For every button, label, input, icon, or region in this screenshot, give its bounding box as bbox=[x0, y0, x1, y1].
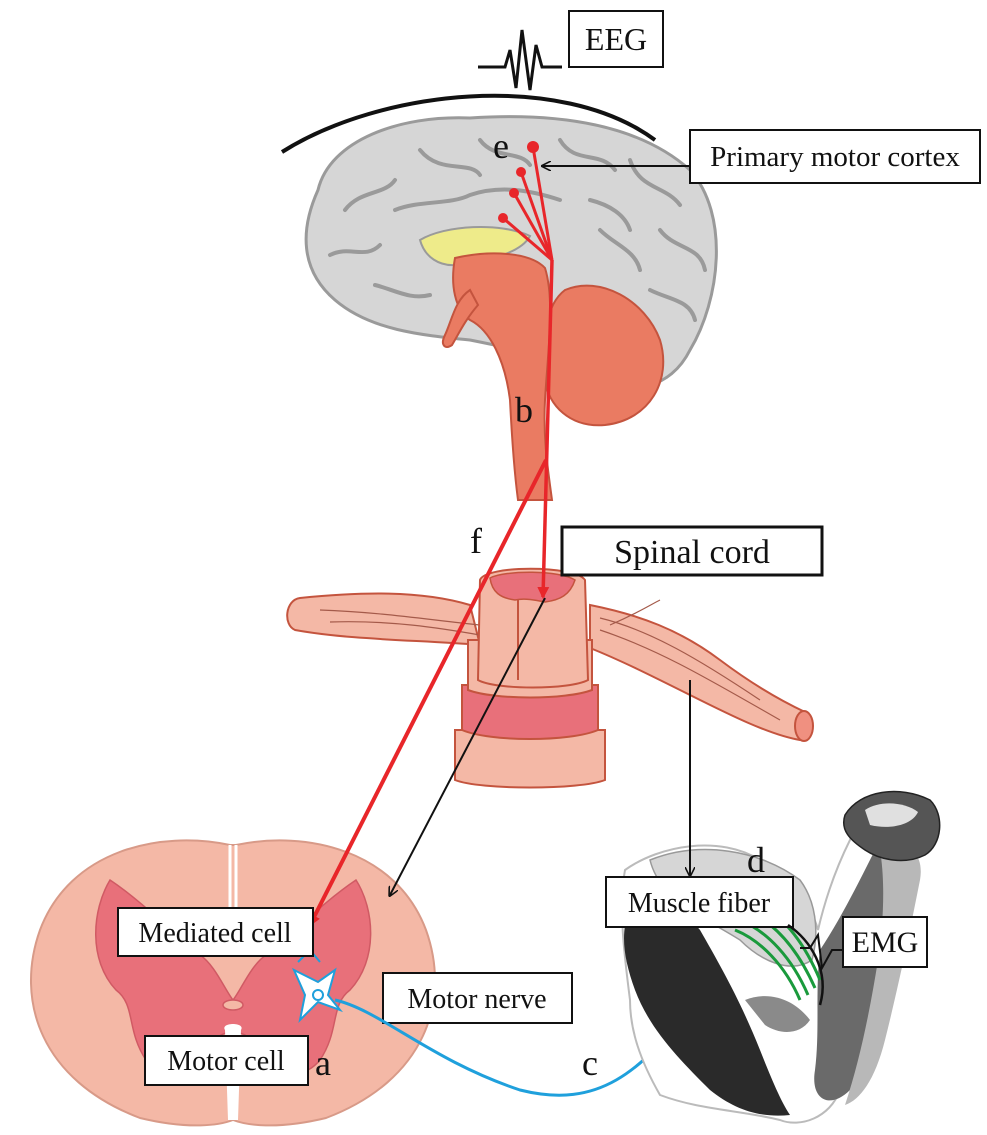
left-spinal-nerve bbox=[287, 594, 480, 645]
mediated-cell-label: Mediated cell bbox=[138, 918, 291, 949]
letter-d: d bbox=[747, 840, 765, 880]
brain-illustration bbox=[306, 117, 716, 500]
letter-e: e bbox=[493, 126, 509, 166]
eeg-label: EEG bbox=[585, 21, 647, 57]
spinal-cord-illustration bbox=[287, 569, 813, 788]
primary-motor-cortex-label: Primary motor cortex bbox=[710, 141, 960, 173]
eeg-trace-icon bbox=[478, 30, 562, 90]
central-canal bbox=[223, 1000, 243, 1010]
spinal-cord-label: Spinal cord bbox=[614, 534, 770, 571]
letter-a: a bbox=[315, 1043, 331, 1083]
muscle-fiber-label: Muscle fiber bbox=[628, 888, 771, 919]
cord-gray-matter-top bbox=[490, 572, 575, 602]
cortex-neuron-dot bbox=[509, 188, 519, 198]
letter-f: f bbox=[470, 521, 482, 561]
motor-cell-label: Motor cell bbox=[167, 1046, 285, 1077]
letter-b: b bbox=[515, 390, 533, 430]
cortex-neuron-dot bbox=[498, 213, 508, 223]
cortex-neuron-dot bbox=[527, 141, 539, 153]
cortex-neuron-dot bbox=[516, 167, 526, 177]
motor-nerve-label: Motor nerve bbox=[407, 984, 546, 1015]
letter-c: c bbox=[582, 1043, 598, 1083]
emg-label: EMG bbox=[852, 926, 919, 959]
right-nerve-end bbox=[795, 711, 813, 741]
